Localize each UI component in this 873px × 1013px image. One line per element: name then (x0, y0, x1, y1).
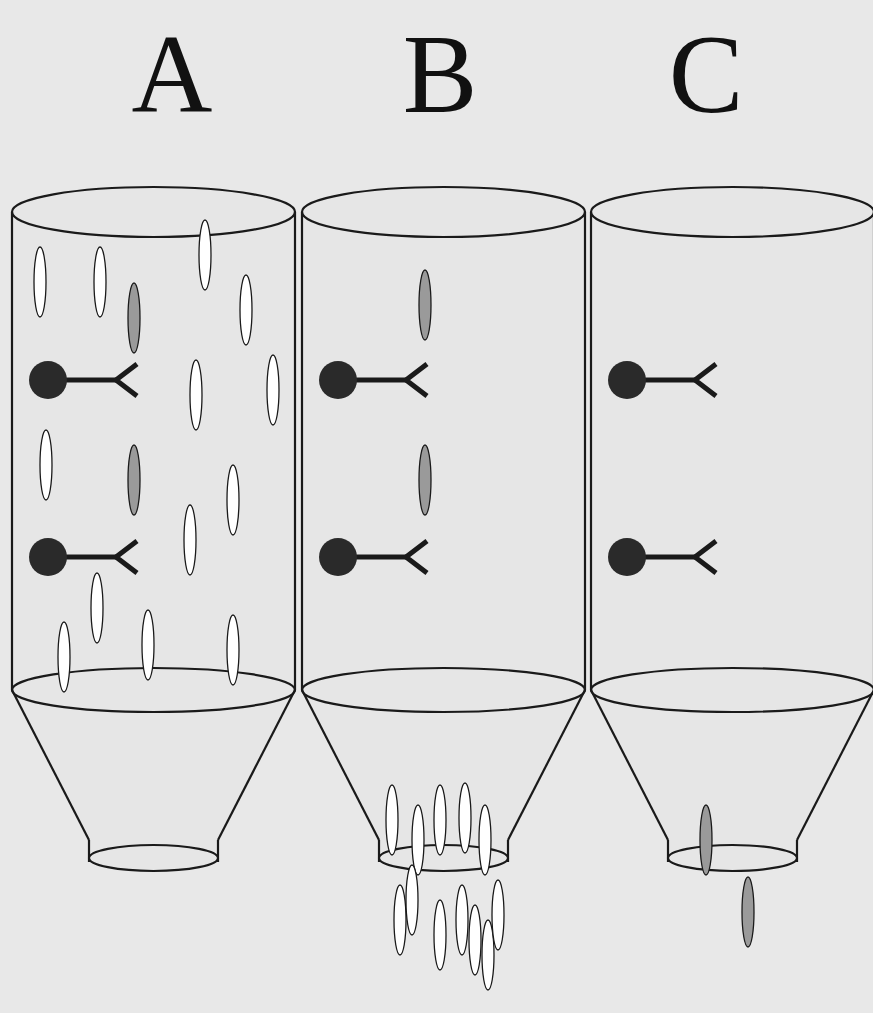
cell (91, 573, 103, 643)
cell (434, 785, 446, 855)
column (302, 187, 585, 871)
cell (58, 622, 70, 692)
cell (190, 360, 202, 430)
cell (459, 783, 471, 853)
cell (406, 865, 418, 935)
antibody (608, 361, 716, 399)
cell (469, 905, 481, 975)
cell (479, 805, 491, 875)
column (591, 187, 873, 871)
column-label: B (403, 18, 478, 130)
cell (142, 610, 154, 680)
cell (267, 355, 279, 425)
cell (742, 877, 754, 947)
antibody (29, 361, 137, 399)
cell (434, 900, 446, 970)
cell (40, 430, 52, 500)
cell (412, 805, 424, 875)
cell (240, 275, 252, 345)
cell (227, 465, 239, 535)
column-label: A (132, 18, 213, 130)
cell (128, 445, 140, 515)
antibody (608, 538, 716, 576)
cell (456, 885, 468, 955)
cell (227, 615, 239, 685)
cell (419, 445, 431, 515)
antibody (29, 538, 137, 576)
cell (386, 785, 398, 855)
cell (199, 220, 211, 290)
antibody (319, 361, 427, 399)
column-label: C (669, 18, 744, 130)
cell (492, 880, 504, 950)
cell (128, 283, 140, 353)
cell (700, 805, 712, 875)
cell (184, 505, 196, 575)
antibody (319, 538, 427, 576)
column (12, 187, 295, 871)
cell (419, 270, 431, 340)
cell (394, 885, 406, 955)
cells (34, 220, 754, 990)
cell (34, 247, 46, 317)
cell (94, 247, 106, 317)
